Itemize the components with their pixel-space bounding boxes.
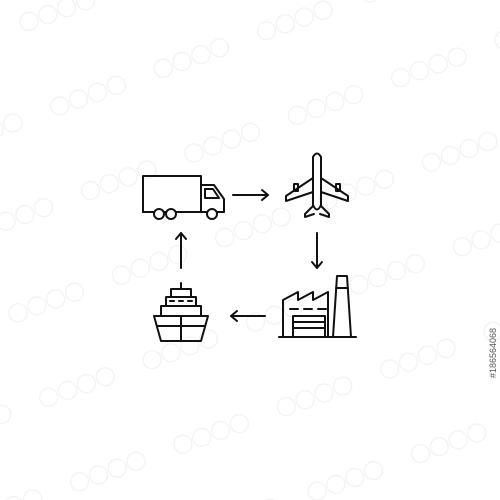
arrow-left [230, 310, 266, 322]
airplane-icon [285, 152, 349, 218]
arrow-down [311, 232, 323, 269]
truck-icon [142, 175, 225, 220]
arrow-up [175, 232, 187, 269]
arrow-right [232, 189, 269, 201]
factory-icon [278, 275, 357, 338]
ship-icon [153, 282, 209, 342]
